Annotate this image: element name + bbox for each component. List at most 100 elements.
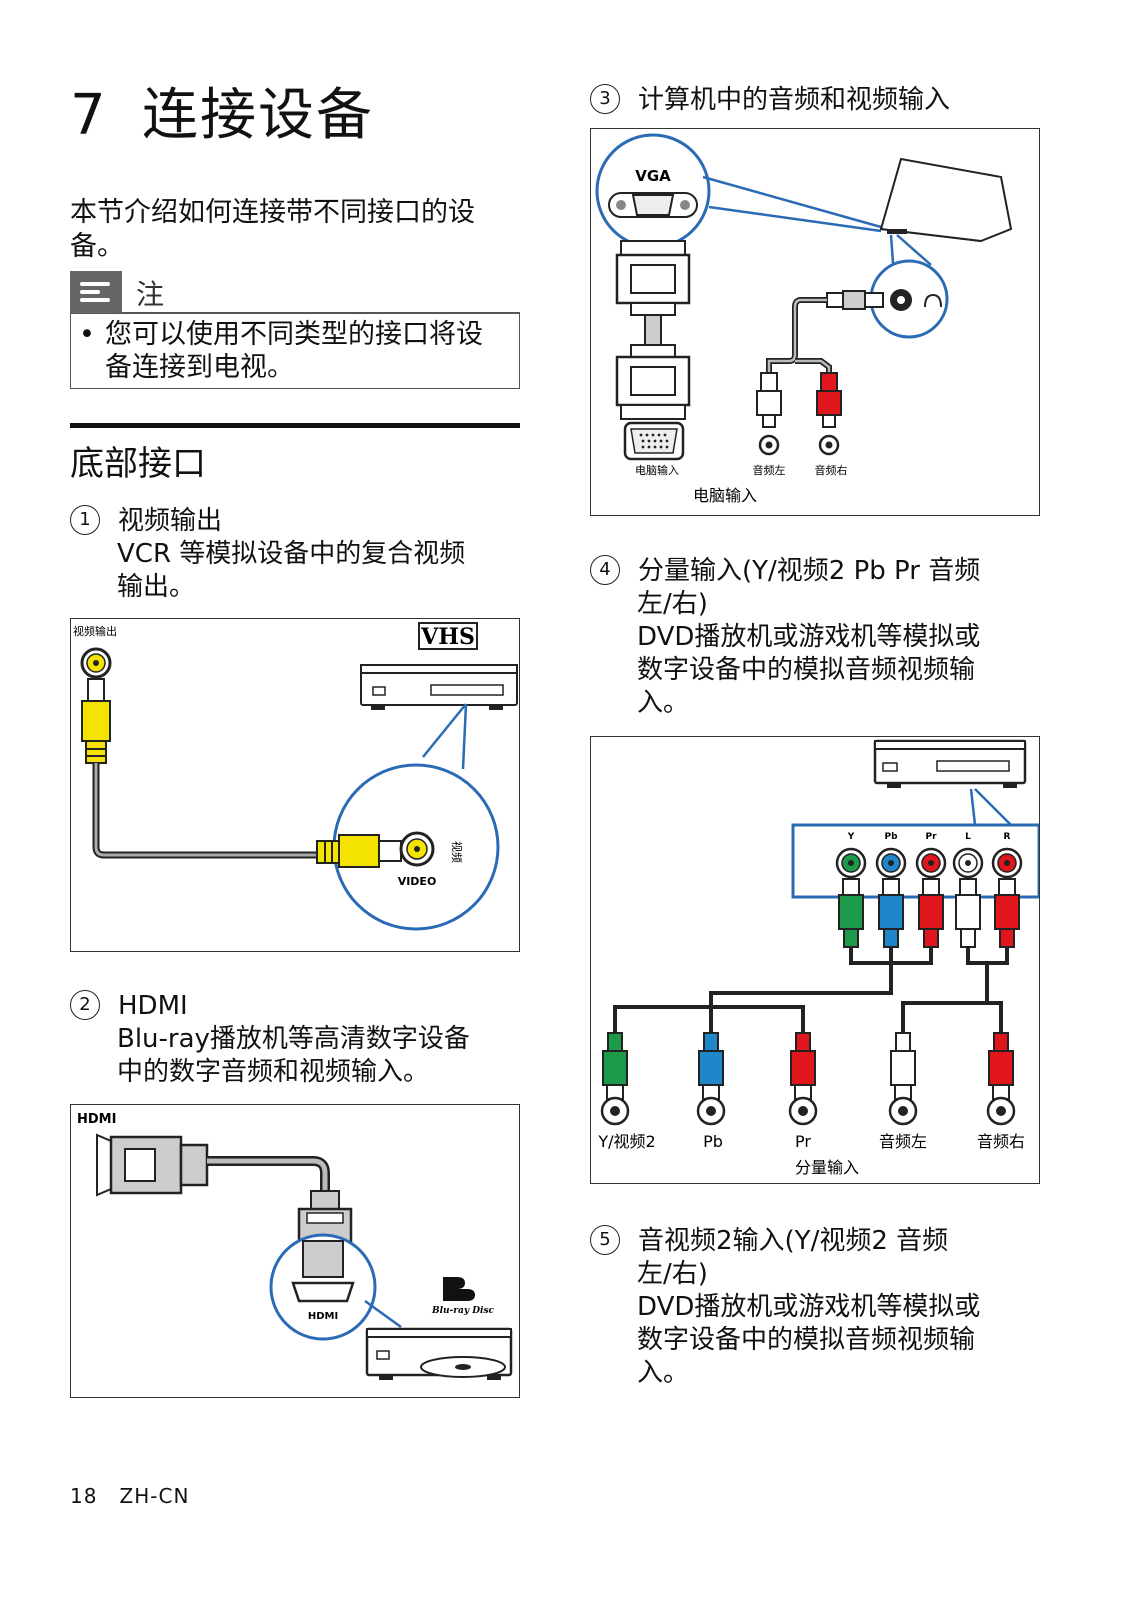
- cable: [966, 947, 1009, 965]
- bottom-plug-body: [698, 1050, 724, 1086]
- item-desc-2: 中的数字音频和视频输入。: [117, 1057, 430, 1087]
- bottom-plug-body: [790, 1050, 816, 1086]
- top-plug-tip: [842, 878, 860, 896]
- intro-paragraph: 本节介绍如何连接带不同接口的设备。: [70, 197, 475, 262]
- hdmi-logo: HDMI: [77, 1112, 116, 1127]
- top-socket-pin: [848, 860, 854, 866]
- section-rule: [70, 423, 520, 428]
- note-text-1: 您可以使用不同类型的接口将设: [105, 319, 483, 350]
- top-socket-pin: [965, 860, 971, 866]
- cable: [987, 1001, 1003, 1033]
- top-socket-pin: [928, 860, 934, 866]
- item-desc-1: VCR 等模拟设备中的复合视频: [117, 539, 466, 569]
- item-desc-2: 输出。: [117, 572, 196, 602]
- item-title-2: 左/右): [637, 589, 708, 619]
- top-plug-tip: [998, 878, 1016, 896]
- bottom-label-y: Y/视频2: [597, 1132, 655, 1151]
- bottom-label-pr: Pr: [795, 1132, 811, 1151]
- pc-in-small-label: 电脑输入: [635, 463, 679, 477]
- item-title-2: 左/右): [637, 1259, 708, 1289]
- note-text-2: 备连接到电视。: [105, 352, 294, 383]
- top-label-pr: Pr: [925, 832, 937, 842]
- item-title: HDMI: [118, 991, 188, 1021]
- cable: [613, 1005, 711, 1033]
- bottom-socket-pin: [706, 1106, 716, 1116]
- top-plug-body: [955, 894, 981, 930]
- item-desc-1: Blu-ray播放机等高清数字设备: [117, 1024, 470, 1054]
- cable: [849, 947, 893, 965]
- item-desc-2: 数字设备中的模拟音频视频输: [637, 655, 976, 685]
- port-label: 视频输出: [73, 624, 117, 638]
- top-label-y: Y: [847, 832, 855, 842]
- top-plug-body: [994, 894, 1020, 930]
- item-desc-3: 入。: [637, 688, 690, 718]
- bottom-socket-pin: [898, 1106, 908, 1116]
- top-plug-neck: [923, 928, 939, 948]
- top-plug-body: [838, 894, 864, 930]
- top-socket-pin: [1004, 860, 1010, 866]
- note-bullet: •: [79, 319, 95, 350]
- bottom-plug-neck: [993, 1032, 1009, 1052]
- bluray-logo: Blu-ray Disc: [431, 1306, 495, 1316]
- figure-hdmi: HDMI HDMI Blu-ray Disc: [70, 1104, 520, 1398]
- bottom-plug-neck: [795, 1032, 811, 1052]
- item-hdmi: 2 HDMI Blu-ray播放机等高清数字设备 中的数字音频和视频输入。: [70, 989, 530, 1089]
- note-icon: [70, 271, 122, 313]
- chapter-number: 7: [70, 83, 108, 148]
- cable: [901, 963, 989, 1033]
- item-title-1: 分量输入(Y/视频2 Pb Pr 音频: [638, 556, 981, 586]
- footer-lang: ZH-CN: [119, 1484, 190, 1508]
- vertical-label: 视频: [450, 841, 464, 863]
- figure-pc-in: VGA 电脑输入: [590, 128, 1040, 516]
- note-header: 注: [70, 271, 520, 313]
- bottom-plug-neck: [895, 1032, 911, 1052]
- item-desc-1: DVD播放机或游戏机等模拟或: [637, 622, 981, 652]
- top-plug-tip: [882, 878, 900, 896]
- bottom-socket-pin: [610, 1106, 620, 1116]
- top-plug-neck: [883, 928, 899, 948]
- section-title: 底部接口: [70, 444, 206, 484]
- top-plug-neck: [843, 928, 859, 948]
- item-number: 3: [590, 83, 620, 114]
- item-desc-3: 入。: [637, 1358, 690, 1388]
- bottom-socket-pin: [996, 1106, 1006, 1116]
- top-socket-pin: [888, 860, 894, 866]
- cable: [709, 963, 893, 1007]
- top-label-pb: Pb: [884, 832, 898, 842]
- top-plug-neck: [960, 928, 976, 948]
- bottom-plug-neck: [607, 1032, 623, 1052]
- item-title: 计算机中的音频和视频输入: [638, 85, 951, 115]
- bottom-socket-pin: [798, 1106, 808, 1116]
- figure-video-out: 视频输出 VHS VIDEO: [70, 618, 520, 952]
- item-number: 2: [70, 989, 100, 1020]
- video-label: VIDEO: [398, 875, 437, 888]
- item-desc-2: 数字设备中的模拟音频视频输: [637, 1325, 976, 1355]
- top-plug-tip: [922, 878, 940, 896]
- top-label-r: R: [1004, 832, 1011, 842]
- cable: [891, 947, 933, 965]
- port-hdmi-label: HDMI: [308, 1311, 338, 1322]
- note-title: 注: [136, 278, 165, 311]
- page-footer: 18 ZH-CN: [70, 1484, 189, 1508]
- item-pc-in: 3 计算机中的音频和视频输入: [590, 83, 1060, 117]
- vhs-logo: VHS: [420, 624, 475, 650]
- bottom-label-audio-r: 音频右: [977, 1132, 1025, 1151]
- audio-left-label: 音频左: [753, 463, 786, 477]
- bottom-plug-body: [890, 1050, 916, 1086]
- top-plug-body: [878, 894, 904, 930]
- item-title-1: 音视频2输入(Y/视频2 音频: [638, 1226, 949, 1256]
- vga-label: VGA: [635, 167, 671, 185]
- top-plug-neck: [999, 928, 1015, 948]
- top-label-l: L: [965, 832, 971, 842]
- figure-component-in: Y Pb Pr L R Y/视频2 Pb Pr 音频左 音频右 分量输入: [590, 736, 1040, 1184]
- figure-caption: 分量输入: [795, 1158, 859, 1177]
- item-number: 5: [590, 1224, 620, 1255]
- cable: [711, 1005, 805, 1033]
- audio-right-label: 音频右: [815, 463, 848, 477]
- page-number: 18: [70, 1484, 98, 1508]
- bottom-plug-body: [988, 1050, 1014, 1086]
